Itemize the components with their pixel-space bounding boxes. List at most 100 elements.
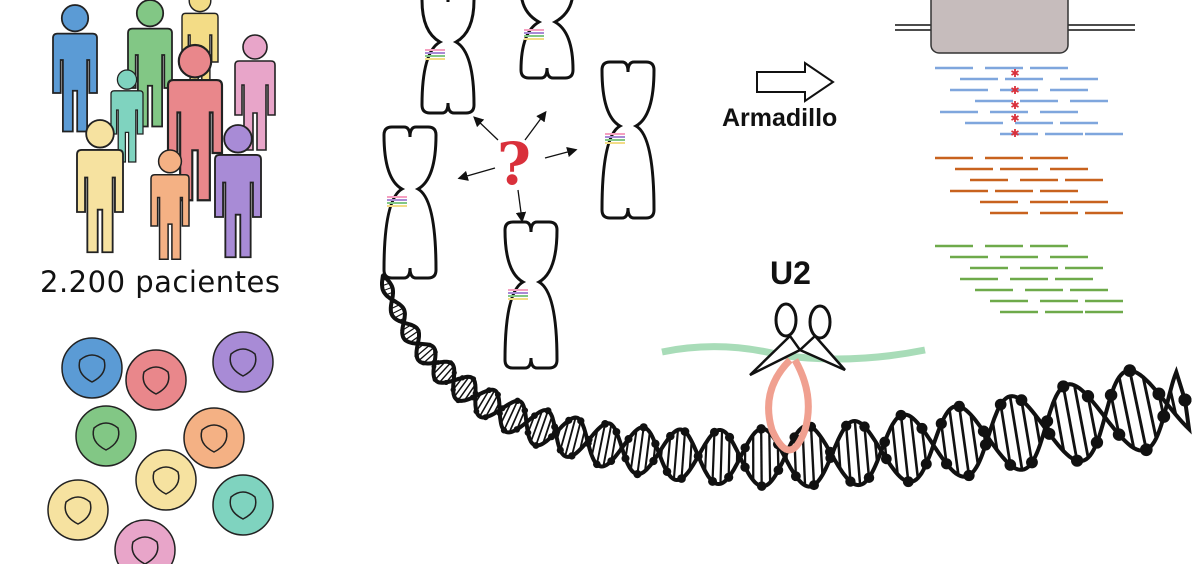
dna-bead	[740, 462, 750, 472]
person-head	[85, 119, 115, 149]
dna-bead	[1057, 380, 1070, 393]
dna-rung	[457, 378, 474, 401]
dna-bead	[1157, 410, 1171, 423]
dna-bead	[724, 432, 735, 442]
scissors-blades	[749, 334, 846, 377]
dna-bead	[499, 405, 506, 412]
dna-bead	[601, 420, 609, 428]
dna-bead	[1041, 415, 1054, 428]
dna-rung	[535, 410, 549, 446]
dna-bead	[1026, 456, 1038, 469]
organ-icon	[212, 474, 274, 536]
person-head	[177, 43, 213, 79]
dna-bead	[500, 427, 508, 434]
dna-rung	[463, 384, 476, 401]
dna-rung	[434, 362, 452, 381]
dna-bead	[859, 421, 870, 432]
dna-rung	[939, 423, 948, 465]
mutation-marker	[1011, 114, 1019, 122]
dna-rung	[672, 429, 680, 480]
dna-bead	[773, 465, 784, 476]
dna-rung	[920, 428, 928, 465]
dna-rung	[453, 376, 470, 398]
dna-bead	[400, 328, 405, 333]
dna-bead	[1123, 364, 1137, 377]
dna-bead	[450, 387, 456, 393]
person-body	[166, 79, 224, 202]
dna-rung	[836, 439, 842, 470]
dna-rung	[719, 430, 724, 484]
dna-rung	[809, 426, 816, 486]
dna-rung	[610, 431, 618, 462]
dna-rung	[1109, 394, 1121, 435]
dna-rung	[423, 351, 436, 364]
dna-bead	[881, 453, 892, 465]
dna-rung	[1141, 376, 1158, 439]
armadillo-label: Armadillo	[722, 104, 838, 132]
dna-bead	[432, 377, 438, 383]
dna-bead	[651, 439, 660, 448]
dna-bead	[416, 328, 421, 333]
dna-bead	[568, 452, 576, 460]
organ-icon	[47, 479, 109, 541]
dna-rung	[853, 420, 862, 486]
dna-bead	[693, 451, 703, 461]
person-head	[223, 124, 253, 154]
organ-icon	[135, 449, 197, 511]
dna-bead	[391, 290, 395, 294]
person-head	[135, 0, 165, 28]
dna-rung	[1033, 414, 1042, 445]
dna-bead	[585, 435, 593, 444]
organ-glyph	[200, 424, 228, 453]
dna-rung	[404, 330, 419, 341]
dna-bead	[393, 299, 397, 304]
dna-bead	[472, 390, 479, 397]
gene-reads-group	[895, 0, 1135, 314]
dna-bead	[1090, 436, 1104, 449]
dna-bead	[649, 456, 658, 466]
dna-bead	[384, 293, 388, 297]
dna-bead	[403, 337, 408, 343]
dna-bead	[879, 436, 891, 448]
person-body	[52, 32, 98, 133]
arrow	[457, 167, 496, 181]
dna-rung	[418, 347, 435, 362]
dna-bead	[415, 340, 421, 345]
dna-bead	[612, 428, 621, 436]
dna-bead	[845, 476, 856, 487]
dna-rung	[711, 432, 716, 482]
dna-bead	[953, 400, 965, 413]
dna-bead	[532, 442, 540, 449]
dna-rung	[416, 344, 431, 357]
dna-rung	[1061, 386, 1079, 461]
dna-rung	[1053, 399, 1066, 452]
dna-bead	[443, 379, 449, 386]
dna-bead	[531, 412, 538, 419]
dna-bead	[524, 429, 532, 437]
person-icon	[76, 119, 124, 254]
dna-rung	[391, 307, 404, 315]
person-icon	[52, 4, 98, 133]
dna-rung	[680, 431, 687, 479]
dna-bead	[1104, 388, 1118, 402]
dna-bead	[473, 408, 480, 415]
dna-bead	[433, 349, 438, 355]
dna-bead	[389, 312, 394, 316]
dna-bead	[808, 480, 819, 491]
dna-bead	[662, 467, 672, 476]
dna-bead	[680, 427, 690, 436]
patients-count-label: 2.200 pacientes	[40, 265, 281, 299]
person-head	[188, 0, 212, 13]
dna-bead	[496, 410, 503, 417]
dna-rung	[500, 402, 512, 424]
dna-bead	[409, 322, 414, 327]
dna-bead	[621, 454, 630, 463]
scissors-handle	[808, 304, 832, 340]
dna-bead	[1081, 390, 1095, 403]
person-head	[242, 34, 268, 60]
arrow	[473, 116, 499, 141]
chromosome-icon	[382, 125, 438, 280]
chromosome-outline	[503, 220, 559, 370]
dna-rung	[636, 427, 645, 475]
